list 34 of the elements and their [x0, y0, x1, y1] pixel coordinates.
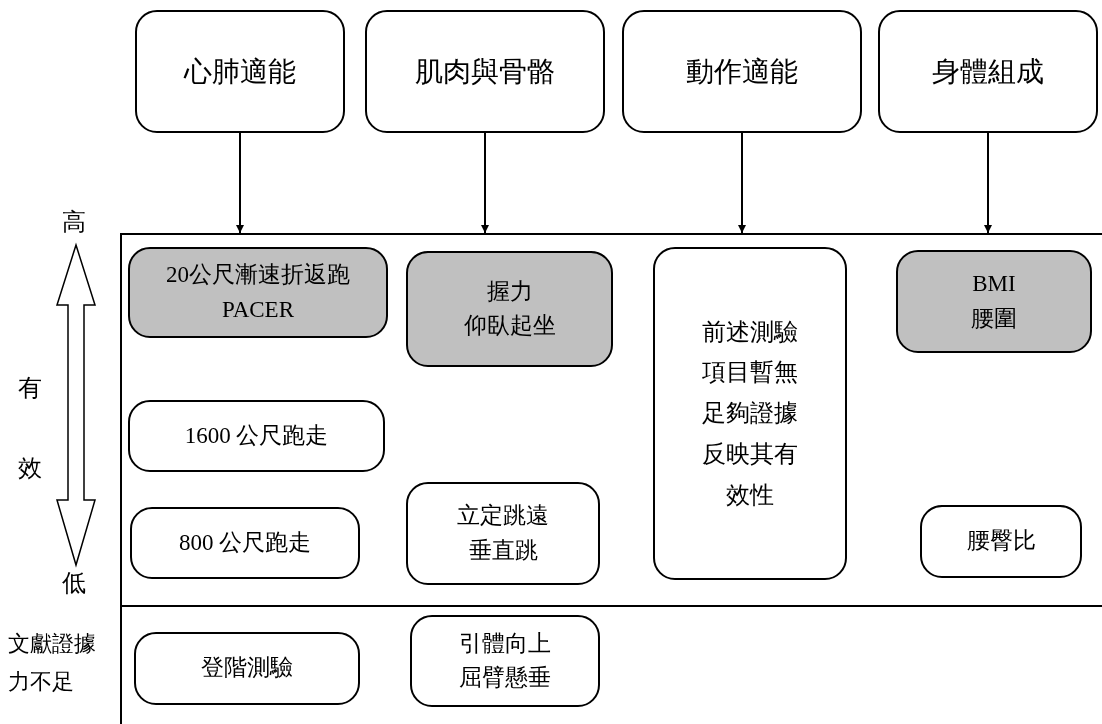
- arrow: [481, 132, 489, 234]
- test-box: 前述測驗項目暫無足夠證據反映其有效性: [653, 247, 847, 580]
- test-box: 1600 公尺跑走: [128, 400, 385, 472]
- test-box: [128, 247, 388, 338]
- arrow: [236, 132, 244, 234]
- test-name: BMI: [972, 270, 1016, 298]
- test-name: PACER: [222, 295, 294, 324]
- category-box: 心肺適能: [135, 10, 345, 133]
- test-box: 800 公尺跑走: [130, 507, 360, 579]
- test-box: [406, 251, 613, 367]
- test-name: 腰圍: [971, 304, 1017, 333]
- test-name: 握力: [486, 277, 533, 306]
- test-name: 20公尺漸速折返跑: [166, 261, 350, 289]
- test-name: 立定跳遠: [457, 502, 549, 530]
- scale-label: 有: [18, 374, 42, 403]
- category-box: 動作適能: [622, 10, 862, 133]
- scale-label: 低: [62, 569, 86, 598]
- test-box: 登階測驗: [134, 632, 360, 705]
- scale-label: 高: [62, 208, 86, 237]
- category-box: 肌肉與骨骼: [365, 10, 605, 133]
- test-box: 腰臀比: [920, 505, 1082, 578]
- arrow: [738, 132, 746, 234]
- test-name: 引體向上: [459, 629, 551, 658]
- test-name: 垂直跳: [468, 536, 538, 565]
- test-box: [410, 615, 600, 707]
- test-box: [896, 250, 1092, 353]
- scale-label: 效: [18, 454, 42, 483]
- category-box: 身體組成: [878, 10, 1098, 133]
- test-box: [406, 482, 600, 585]
- row-label: 文獻證據力不足: [8, 630, 97, 696]
- test-name: 屈臂懸垂: [459, 664, 551, 692]
- test-name: 仰臥起坐: [463, 312, 556, 340]
- panel-frame: [120, 233, 1102, 607]
- arrow: [984, 132, 992, 234]
